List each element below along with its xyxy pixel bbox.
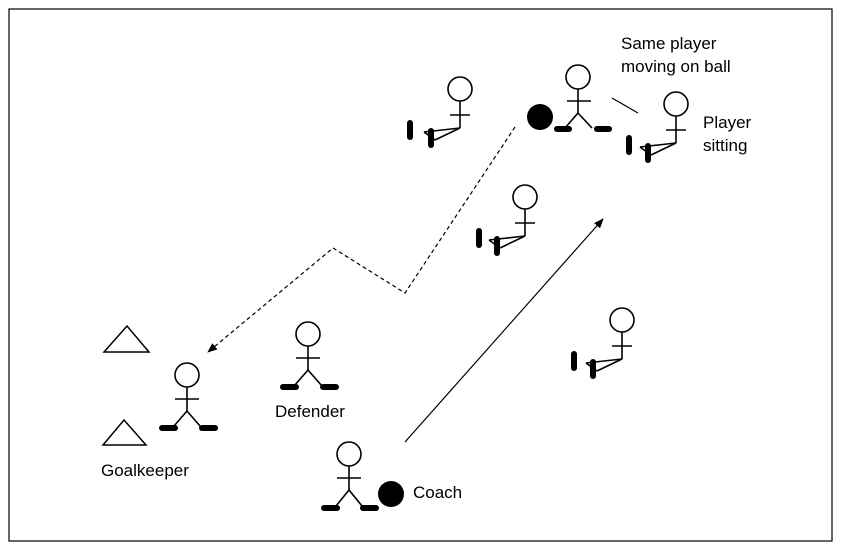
goalkeeper-figure <box>159 362 218 431</box>
label-player-sitting-line2: sitting <box>703 136 747 155</box>
cone-upper <box>102 324 151 353</box>
sitting-player-figure-3 <box>476 184 538 256</box>
diagram-border <box>8 8 833 542</box>
coach-figure <box>321 441 379 511</box>
sitting-player-figure-1 <box>407 76 473 148</box>
label-defender: Defender <box>275 402 345 421</box>
sitting-player-figure-4 <box>571 307 635 379</box>
label-goalkeeper: Goalkeeper <box>101 461 189 480</box>
cone-lower <box>101 418 148 446</box>
label-same-player-line1: Same player <box>621 34 717 53</box>
label-same-player-line2: moving on ball <box>621 57 731 76</box>
ball-icon-top <box>527 104 553 130</box>
run-arrow <box>404 218 604 443</box>
defender-figure <box>280 321 339 390</box>
player-moving-on-ball-figure <box>554 64 612 132</box>
sitting-player-figure-2 <box>626 91 689 163</box>
label-coach: Coach <box>413 483 462 502</box>
connector-line <box>611 97 639 114</box>
label-player-sitting-line1: Player <box>703 113 752 132</box>
ball-icon-coach <box>378 481 404 507</box>
pass-path-arrow <box>207 126 516 353</box>
